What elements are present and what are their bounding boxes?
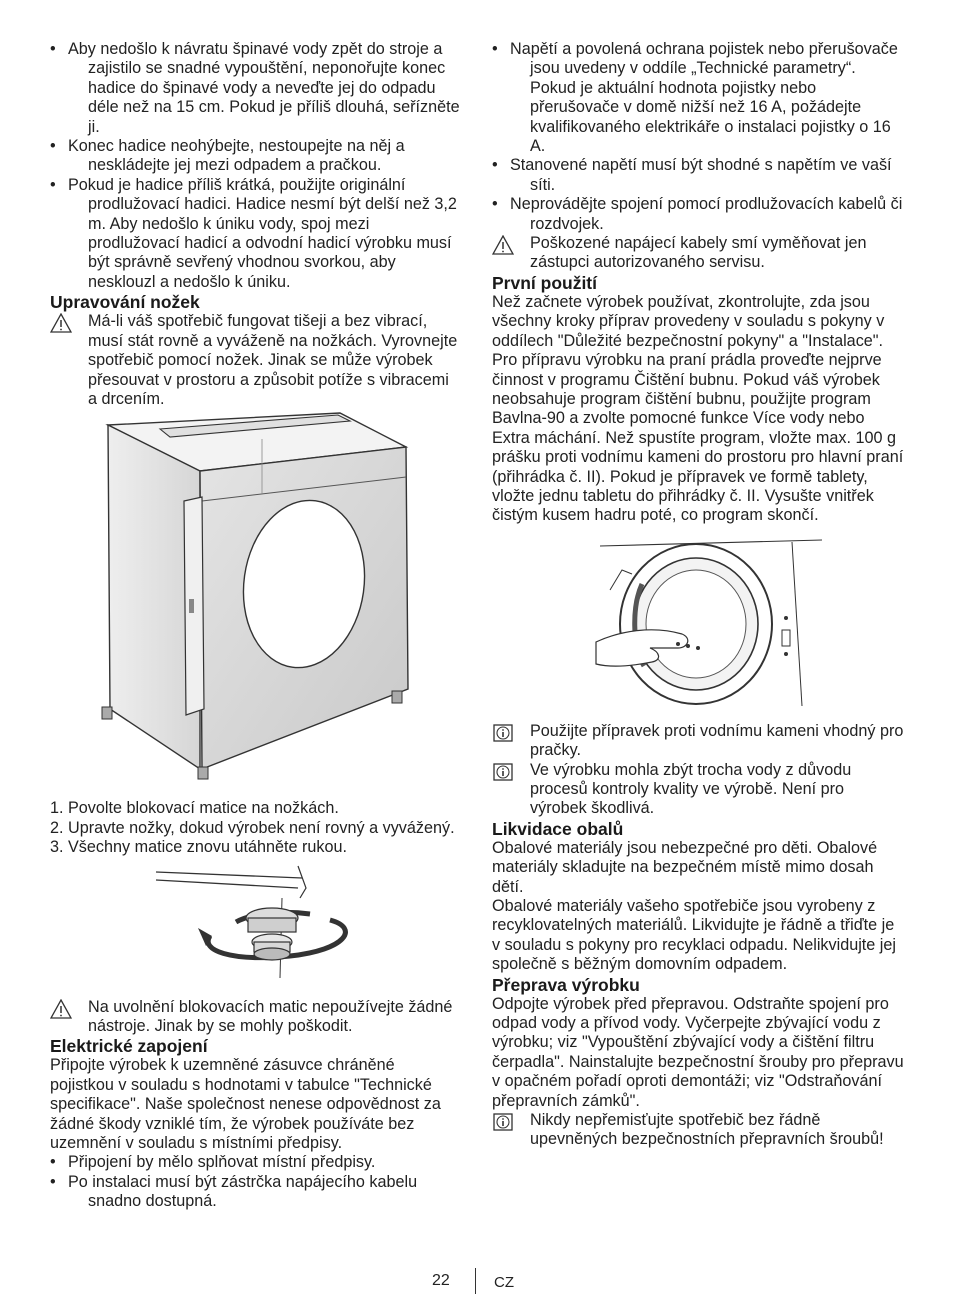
foot-nut-drawing [155,865,348,978]
warning-triangle-icon [50,998,72,1019]
page-number: 22 [432,1272,450,1289]
language-code: CZ [494,1274,514,1291]
power-bullets: Napětí a povolená ochrana pojistek nebo … [492,40,904,234]
left-column: Aby nedošlo k návratu špinavé vody zpět … [50,40,462,1212]
list-item: 2.Upravte nožky, dokud výrobek není rovn… [50,818,455,837]
info-note-descaler: Použijte přípravek proti vodnímu kameni … [492,722,904,761]
paragraph-packaging-1: Obalové materiály jsou nebezpečné pro dě… [492,838,878,896]
warning-text: Má-li váš spotřebič fungovat tišeji a be… [88,312,458,408]
heading-first-use: První použití [492,272,597,293]
paragraph-first-use-1: Než začnete výrobek používat, zkontroluj… [492,292,885,350]
list-item: 3.Všechny matice znovu utáhněte rukou. [50,838,347,857]
info-icon [493,724,513,742]
list-item: Neprovádějte spojení pomocí prodlužovací… [492,195,904,234]
info-icon [493,762,513,781]
list-item: Po instalaci musí být zástrčka napájecíh… [50,1173,462,1212]
feet-steps: 1.Povolte blokovací matice na nožkách. 2… [50,799,462,857]
door-seal-drawing [595,539,823,706]
list-item: 1.Povolte blokovací matice na nožkách. [50,799,339,818]
warning-text: Poškozené napájecí kabely smí vyměňovat … [530,234,867,272]
heading-packaging: Likvidace obalů [492,818,624,839]
info-note-residual-water: Ve výrobku mohla zbýt trocha vody z důvo… [492,761,904,819]
list-item: Napětí a povolená ochrana pojistek nebo … [492,40,904,156]
foot-adjustment-illustration [50,858,462,998]
paragraph-transport: Odpojte výrobek před přepravou. Odstraňt… [492,994,904,1110]
info-text: Použijte přípravek proti vodnímu kameni … [530,721,904,760]
info-text: Ve výrobku mohla zbýt trocha vody z důvo… [530,760,852,818]
heading-transport: Přeprava výrobku [492,974,640,995]
warning-text: Na uvolnění blokovacích matic nepoužívej… [88,997,453,1035]
warning-note-cables: Poškozené napájecí kabely smí vyměňovat … [492,234,904,273]
info-note-transport-bolts: Nikdy nepřemisťujte spotřebič bez řádně … [492,1111,904,1150]
heading-feet: Upravování nožek [50,292,200,313]
list-item: Konec hadice neohýbejte, nestoupejte na … [50,137,462,176]
electrical-bullets: Připojení by mělo splňovat místní předpi… [50,1153,462,1211]
drain-hose-bullets: Aby nedošlo k návratu špinavé vody zpět … [50,40,462,292]
list-item: Připojení by mělo splňovat místní předpi… [50,1153,462,1173]
paragraph-first-use-2: Pro přípravu výrobku na praní prádla pro… [492,351,904,525]
info-text: Nikdy nepřemisťujte spotřebič bez řádně … [530,1111,884,1149]
right-column: Napětí a povolená ochrana pojistek nebo … [492,40,904,1150]
warning-triangle-icon [50,313,72,333]
list-item: Aby nedošlo k návratu špinavé vody zpět … [50,40,462,137]
paragraph-packaging-2: Obalové materiály vašeho spotřebiče jsou… [492,897,896,974]
washing-machine-illustration [50,409,462,799]
washing-machine-drawing [101,412,409,780]
paragraph-electrical: Připojte výrobek k uzemněné zásuvce chrá… [50,1056,441,1152]
warning-note-tools: Na uvolnění blokovacích matic nepoužívej… [50,998,462,1037]
drum-cleaning-illustration [492,526,904,722]
heading-electrical: Elektrické zapojení [50,1036,208,1057]
warning-note-feet: Má-li váš spotřebič fungovat tišeji a be… [50,312,462,409]
footer-divider [475,1268,476,1294]
list-item: Pokud je hadice příliš krátká, použijte … [50,176,462,292]
list-item: Stanovené napětí musí být shodné s napět… [492,156,904,195]
warning-triangle-icon [492,235,514,255]
info-icon [493,1113,513,1131]
